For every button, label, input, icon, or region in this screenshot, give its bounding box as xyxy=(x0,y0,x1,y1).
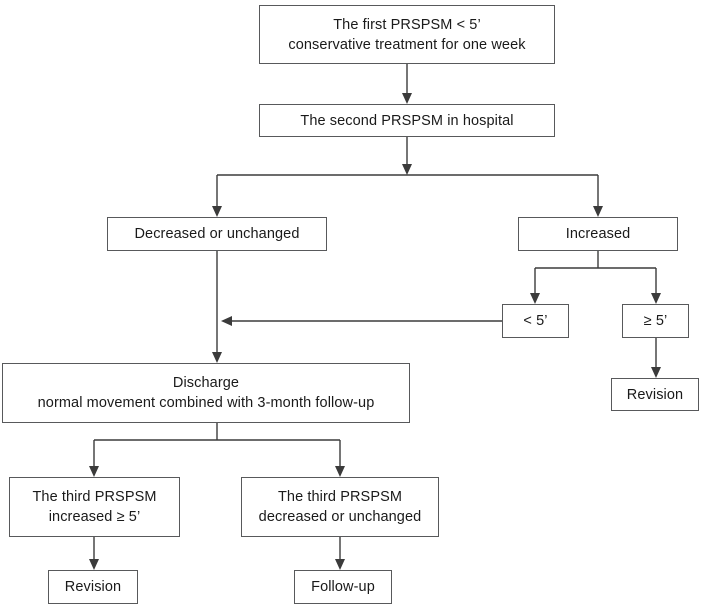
decreased-or-unchanged-node-label: Decreased or unchanged xyxy=(134,226,300,242)
first-prspsm-node[interactable]: The first PRSPSM < 5’ conservative treat… xyxy=(259,5,555,64)
arrowhead-to-third-decreased xyxy=(335,466,345,477)
less-than-five-node-label: < 5’ xyxy=(523,313,548,329)
second-prspsm-node-label: The second PRSPSM in hospital xyxy=(300,112,514,129)
revision-node-right[interactable]: Revision xyxy=(611,378,699,411)
arrowhead-to-third-increased xyxy=(89,466,99,477)
decreased-or-unchanged-node[interactable]: Decreased or unchanged xyxy=(107,217,327,251)
first-prspsm-node-label: The first PRSPSM < 5’ conservative treat… xyxy=(288,16,526,53)
second-prspsm-node[interactable]: The second PRSPSM in hospital xyxy=(259,104,555,137)
third-prspsm-increased-node-label: The third PRSPSM increased ≥ 5’ xyxy=(32,489,157,525)
greater-equal-five-node-label: ≥ 5’ xyxy=(643,313,668,329)
greater-equal-five-node[interactable]: ≥ 5’ xyxy=(622,304,689,338)
increased-node-label: Increased xyxy=(565,226,631,242)
arrowhead-to-split xyxy=(402,164,412,175)
discharge-node-label: Discharge normal movement combined with … xyxy=(37,375,375,411)
arrowhead-to-revision-bottom xyxy=(89,559,99,570)
arrowhead-to-main-line xyxy=(221,316,232,326)
third-prspsm-increased-node[interactable]: The third PRSPSM increased ≥ 5’ xyxy=(9,477,180,537)
increased-node[interactable]: Increased xyxy=(518,217,678,251)
connector-group xyxy=(93,64,657,566)
follow-up-node-label: Follow-up xyxy=(311,579,375,595)
less-than-five-node[interactable]: < 5’ xyxy=(502,304,569,338)
arrowhead-to-increased xyxy=(593,206,603,217)
arrowhead-to-second-prspsm xyxy=(402,93,412,104)
discharge-node[interactable]: Discharge normal movement combined with … xyxy=(2,363,410,423)
third-prspsm-decreased-node-label: The third PRSPSM decreased or unchanged xyxy=(258,489,422,525)
revision-node-bottom[interactable]: Revision xyxy=(48,570,138,604)
arrowhead-to-less-than-5 xyxy=(530,293,540,304)
arrowhead-to-follow-up xyxy=(335,559,345,570)
arrowhead-to-greater-equal-5 xyxy=(651,293,661,304)
third-prspsm-decreased-node[interactable]: The third PRSPSM decreased or unchanged xyxy=(241,477,439,537)
arrowhead-group xyxy=(89,93,661,570)
arrowhead-to-revision-right xyxy=(651,367,661,378)
arrowhead-to-decreased xyxy=(212,206,222,217)
follow-up-node[interactable]: Follow-up xyxy=(294,570,392,604)
arrowhead-to-discharge xyxy=(212,352,222,363)
revision-node-bottom-label: Revision xyxy=(64,579,122,595)
revision-node-right-label: Revision xyxy=(626,386,684,403)
